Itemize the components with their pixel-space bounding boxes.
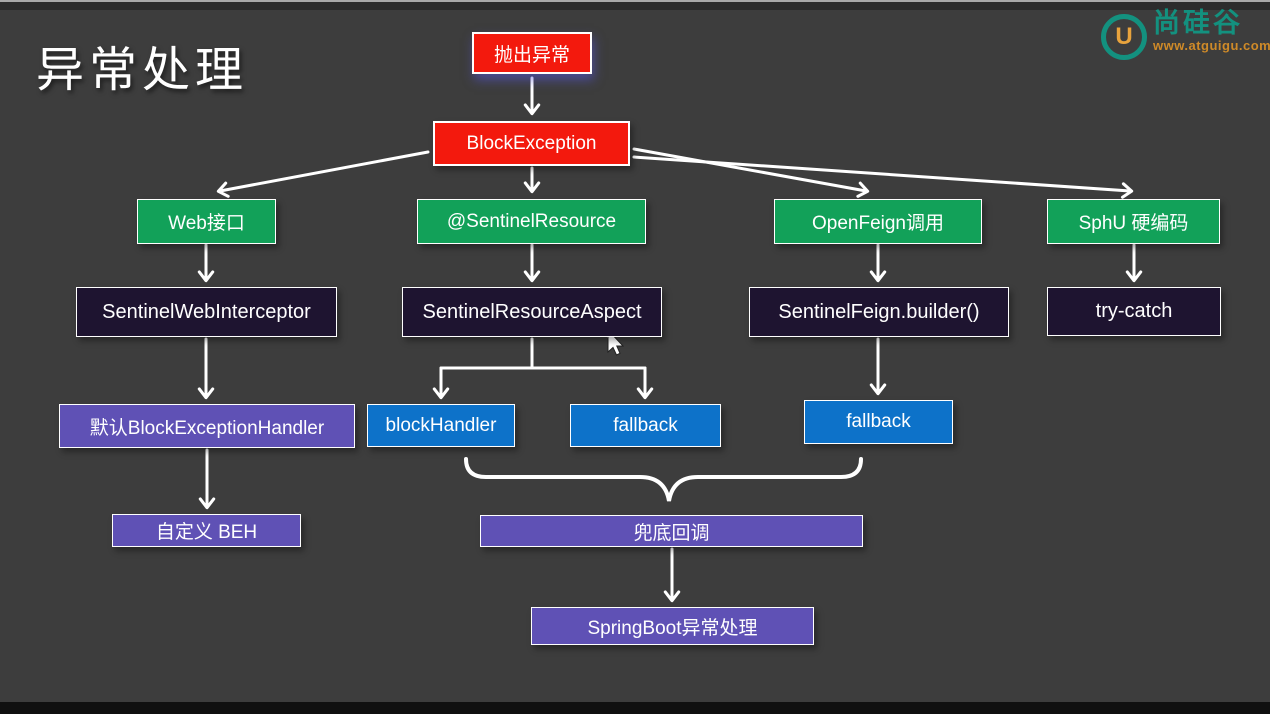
node-custom-beh: 自定义 BEH xyxy=(112,514,301,547)
node-sentinel-feign-builder: SentinelFeign.builder() xyxy=(749,287,1009,337)
brand-logo-icon: U xyxy=(1101,14,1147,60)
brand-text: 尚硅谷 www.atguigu.com xyxy=(1153,8,1270,53)
curly-brace xyxy=(464,457,863,502)
node-sphu-hardcode: SphU 硬编码 xyxy=(1047,199,1220,244)
node-try-catch: try-catch xyxy=(1047,287,1221,336)
edge-blockexception-to-web xyxy=(216,150,430,198)
node-springboot-exception-handler: SpringBoot异常处理 xyxy=(531,607,814,645)
bottom-bar xyxy=(0,702,1270,714)
node-web-api: Web接口 xyxy=(137,199,276,244)
brand-name: 尚硅谷 xyxy=(1153,8,1243,38)
brand-logo: U 尚硅谷 www.atguigu.com xyxy=(1101,8,1270,60)
node-fallback-annotation: fallback xyxy=(570,404,721,447)
edge-blockexception-to-openfeign xyxy=(632,147,870,198)
node-sentinel-web-interceptor: SentinelWebInterceptor xyxy=(76,287,337,337)
node-throw-exception: 抛出异常 xyxy=(472,32,592,74)
top-divider xyxy=(0,0,1270,2)
node-openfeign-call: OpenFeign调用 xyxy=(774,199,982,244)
node-block-exception: BlockException xyxy=(433,121,630,166)
node-bottom-callback: 兜底回调 xyxy=(480,515,863,547)
node-block-handler: blockHandler xyxy=(367,404,515,447)
node-default-block-exception-handler: 默认BlockExceptionHandler xyxy=(59,404,355,448)
brand-url: www.atguigu.com xyxy=(1153,38,1270,53)
node-fallback-feign: fallback xyxy=(804,400,953,444)
top-band xyxy=(0,2,1270,10)
page-title: 异常处理 xyxy=(36,44,249,97)
node-sentinel-resource-aspect: SentinelResourceAspect xyxy=(402,287,662,337)
node-sentinel-resource-annotation: @SentinelResource xyxy=(417,199,646,244)
brand-monogram: U xyxy=(1115,23,1133,50)
edge-blockexception-to-sphu xyxy=(632,155,1134,199)
